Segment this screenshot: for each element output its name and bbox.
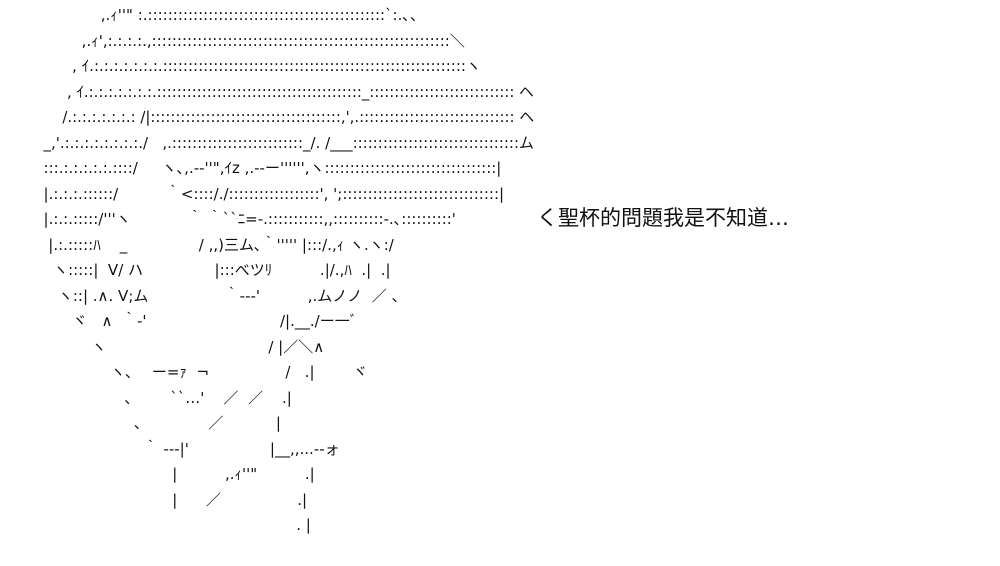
art-line: ヽ:::::| V/ ハ |:::べツﾘ .|/.,ﾊ .| .| xyxy=(34,261,391,279)
art-line: |.:.:.:::::/'''ヽ ｀ ｀``ﾆ=-.:::::::::::,,:… xyxy=(34,210,456,228)
art-line: ヽ､ ー=ｧ ¬ / .| ヾ xyxy=(34,363,368,381)
art-line: , ｲ.:.:.:.:.:.:.:.::::::::::::::::::::::… xyxy=(34,57,481,75)
art-line: ,.ｨ',:.:.:.:.,::::::::::::::::::::::::::… xyxy=(34,31,465,50)
art-line: | ／ .| xyxy=(34,490,308,509)
art-line: , ｲ.:.:.:.:.:.:.:.::::::::::::::::::::::… xyxy=(34,82,534,101)
art-line: ｀ ---|' |__,,...--ォ xyxy=(34,439,340,458)
art-line: | ,.ｨ''" .| xyxy=(34,465,315,483)
art-line: |.:.:.:.::::::/ ｀<::::/./:::::::::::::::… xyxy=(34,184,505,203)
art-line: _,'.:.:.:.:.:.:.:.:./ ,.::::::::::::::::… xyxy=(34,133,534,152)
art-line: ヽ / |／＼∧ xyxy=(34,337,325,356)
art-line: |.:.:::::ﾊ _ / ,,)三ム､｀''''' |:::/.,ｨ ヽ.ヽ… xyxy=(34,235,394,254)
speech-text: く聖杯的問題我是不知道… xyxy=(537,206,789,230)
art-line: ヽ::| .∧. V;ム ｀---' ,.ムノノ ／ 、 xyxy=(34,286,407,305)
art-line: ヾ ∧ ｀-' /|.__./ー一ﾞ xyxy=(34,312,358,330)
art-line: :::.:.:.:.:.:.::::/ ヽ､,.-‐''",ｲz ,.-‐ー''… xyxy=(34,159,502,177)
art-line: . | xyxy=(34,516,311,534)
art-line: /.:.:.:.:.:.:.: /|::::::::::::::::::::::… xyxy=(34,108,535,126)
art-line: ,.ｨ''" :.:::::::::::::::::::::::::::::::… xyxy=(34,6,425,24)
art-line: ､ ／ | xyxy=(34,414,281,432)
art-line: ､ ``…' ／ ／ .| xyxy=(34,388,292,407)
